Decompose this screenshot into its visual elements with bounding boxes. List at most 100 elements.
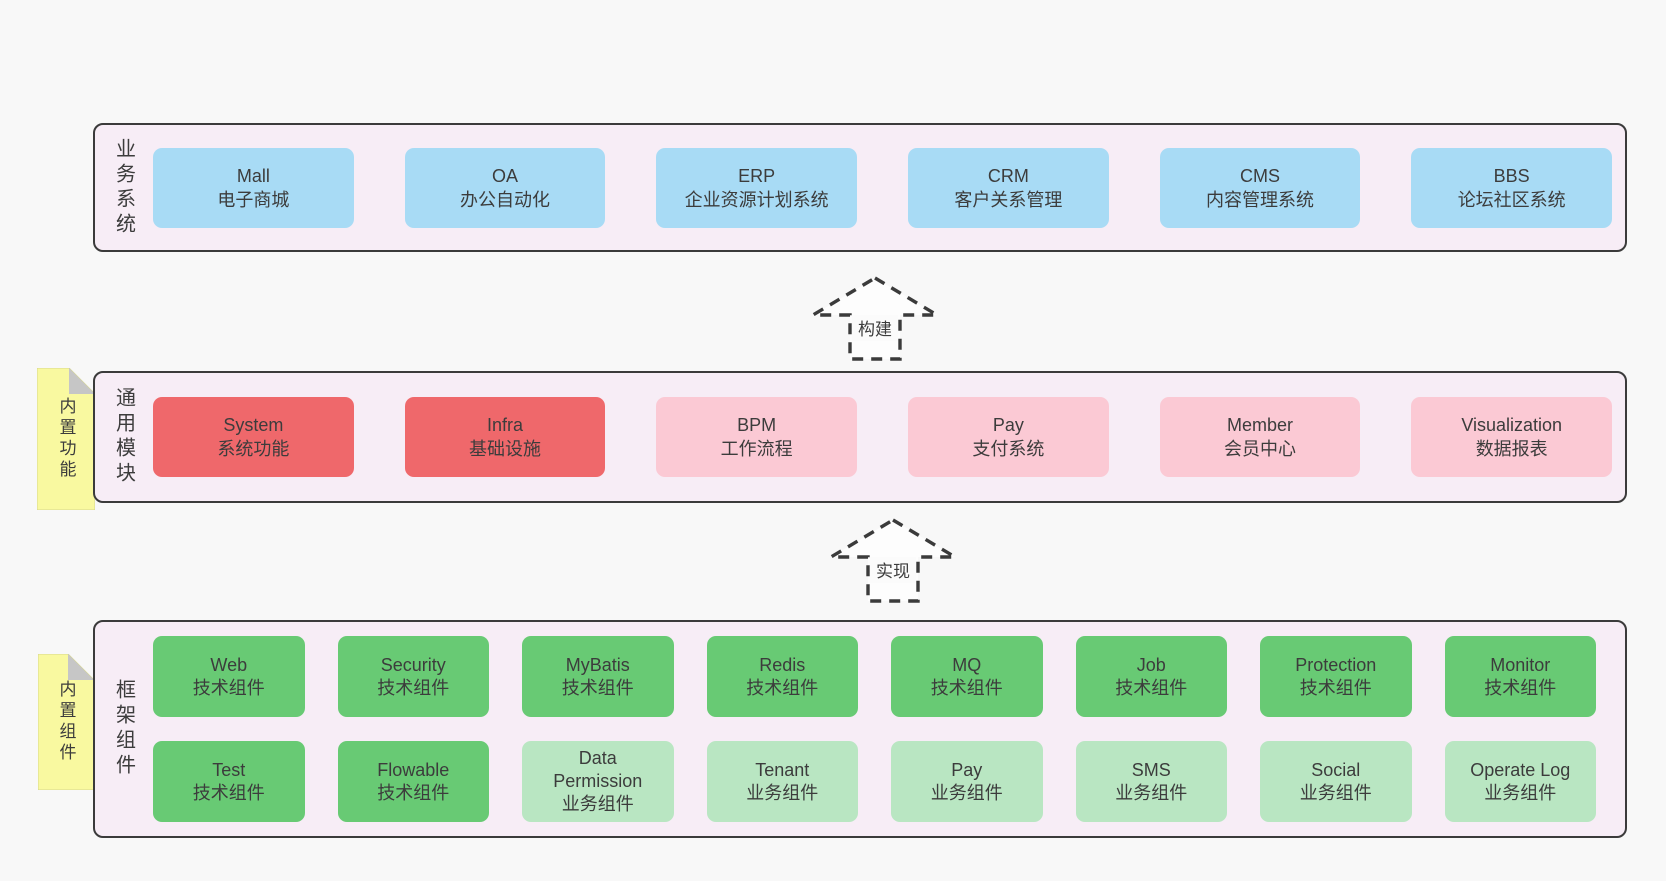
- box-mq: MQ 技术组件: [891, 636, 1043, 717]
- box-title: OA: [492, 165, 519, 186]
- box-title: MQ: [952, 654, 982, 675]
- box-subtitle: 技术组件: [1299, 677, 1372, 698]
- box-data-permission: Data Permission 业务组件: [522, 741, 674, 822]
- box-bpm: BPM 工作流程: [656, 397, 858, 477]
- box-test: Test 技术组件: [153, 741, 305, 822]
- box-mybatis: MyBatis 技术组件: [522, 636, 674, 717]
- box-subtitle: 数据报表: [1475, 439, 1548, 459]
- box-title: SMS: [1131, 759, 1171, 780]
- box-title: Flowable: [377, 759, 450, 780]
- box-protection: Protection 技术组件: [1260, 636, 1412, 717]
- business-boxes: Mall 电子商城 OA 办公自动化 ERP 企业资源计划系统 CRM 客户关系…: [153, 125, 1625, 250]
- box-title: System: [223, 415, 284, 435]
- box-subtitle: 技术组件: [377, 677, 450, 698]
- box-subtitle: 工作流程: [720, 439, 793, 459]
- box-subtitle: 客户关系管理: [954, 189, 1063, 210]
- box-oa: OA 办公自动化: [404, 147, 606, 228]
- box-visualization: Visualization 数据报表: [1411, 397, 1613, 477]
- box-pay-module: Pay 支付系统: [908, 397, 1109, 477]
- panel-title-business-systems: 业务系统: [112, 137, 135, 238]
- sticky-note-shape: [37, 368, 95, 510]
- box-title: CRM: [987, 165, 1029, 186]
- box-monitor: Monitor 技术组件: [1444, 636, 1596, 717]
- box-title: Web: [210, 654, 248, 675]
- box-title: Pay: [951, 759, 983, 780]
- sticky-note-built-in-functions: 内置功能: [37, 368, 95, 510]
- box-title: Protection: [1295, 654, 1377, 675]
- box-sms: SMS 业务组件: [1075, 741, 1227, 822]
- build-arrow-label: 构建: [858, 320, 892, 339]
- box-pay-component: Pay 业务组件: [891, 741, 1043, 822]
- box-subtitle: 会员中心: [1224, 439, 1297, 459]
- box-subtitle: 技术组件: [1484, 677, 1557, 698]
- panel-title-common-modules: 通用模块: [112, 387, 135, 487]
- panel-business-systems: 业务系统 Mall 电子商城 OA 办公自动化 ERP 企业资源计划系统 CRM…: [93, 123, 1627, 252]
- box-title: MyBatis: [565, 654, 630, 675]
- box-title: Tenant: [755, 759, 810, 780]
- box-cms: CMS 内容管理系统: [1159, 147, 1361, 228]
- box-title: Redis: [759, 654, 806, 675]
- box-subtitle: 技术组件: [561, 677, 634, 698]
- box-subtitle: 技术组件: [930, 677, 1003, 698]
- box-subtitle: 技术组件: [192, 677, 265, 698]
- box-infra: Infra 基础设施: [404, 397, 606, 477]
- sticky-note-shape: [38, 654, 94, 790]
- folded-corner: [69, 368, 95, 394]
- box-title: Test: [212, 759, 246, 780]
- implement-arrow-up-icon: 实现: [828, 518, 958, 603]
- implement-arrow-label: 实现: [876, 562, 910, 581]
- box-operate-log: Operate Log 业务组件: [1444, 741, 1596, 822]
- box-web: Web 技术组件: [153, 636, 305, 717]
- box-subtitle: 业务组件: [1484, 782, 1557, 803]
- box-social: Social 业务组件: [1260, 741, 1412, 822]
- box-tenant: Tenant 业务组件: [706, 741, 858, 822]
- box-security: Security 技术组件: [337, 636, 489, 717]
- box-subtitle: 业务组件: [561, 794, 634, 814]
- box-system: System 系统功能: [153, 397, 354, 477]
- box-title: Data Permission: [553, 748, 643, 791]
- note-label: 内置功能: [56, 397, 76, 481]
- box-job: Job 技术组件: [1075, 636, 1227, 717]
- panel-title-framework-components: 框架组件: [112, 679, 135, 779]
- box-subtitle: 技术组件: [1115, 677, 1188, 698]
- box-title: Operate Log: [1470, 759, 1571, 780]
- box-subtitle: 技术组件: [746, 677, 819, 698]
- box-subtitle: 业务组件: [1115, 782, 1188, 803]
- panel-common-modules: 通用模块 System 系统功能 Infra 基础设施 BPM 工作流程 Pay…: [93, 371, 1627, 503]
- box-subtitle: 业务组件: [746, 782, 819, 803]
- box-title: Monitor: [1490, 654, 1551, 675]
- sticky-note-built-in-components: 内置组件: [38, 654, 94, 790]
- box-subtitle: 支付系统: [972, 439, 1045, 459]
- box-title: BBS: [1493, 165, 1530, 186]
- box-subtitle: 企业资源计划系统: [684, 189, 829, 210]
- box-mall: Mall 电子商城: [153, 147, 354, 228]
- box-title: Visualization: [1461, 415, 1563, 435]
- box-bbs: BBS 论坛社区系统: [1411, 147, 1613, 228]
- box-crm: CRM 客户关系管理: [908, 147, 1109, 228]
- box-erp: ERP 企业资源计划系统: [656, 147, 858, 228]
- box-subtitle: 业务组件: [930, 782, 1003, 803]
- component-boxes: Web 技术组件 Security 技术组件 MyBatis 技术组件 Redi…: [153, 622, 1625, 836]
- box-subtitle: 技术组件: [192, 782, 265, 803]
- box-subtitle: 论坛社区系统: [1457, 189, 1566, 210]
- note-label: 内置组件: [56, 680, 76, 764]
- box-member: Member 会员中心: [1159, 397, 1361, 477]
- box-subtitle: 系统功能: [217, 439, 290, 459]
- box-subtitle: 内容管理系统: [1206, 189, 1315, 210]
- box-title: Infra: [486, 415, 524, 435]
- box-title: Social: [1311, 759, 1361, 780]
- box-flowable: Flowable 技术组件: [337, 741, 489, 822]
- box-title: Mall: [236, 165, 270, 186]
- box-title: Member: [1227, 415, 1294, 435]
- box-title: ERP: [738, 165, 776, 186]
- box-subtitle: 技术组件: [377, 782, 450, 803]
- folded-corner: [68, 654, 94, 680]
- module-boxes: System 系统功能 Infra 基础设施 BPM 工作流程 Pay 支付系统…: [153, 373, 1625, 501]
- box-title: Security: [380, 654, 446, 675]
- box-subtitle: 业务组件: [1299, 782, 1372, 803]
- box-title: CMS: [1240, 165, 1281, 186]
- box-title: Pay: [992, 415, 1024, 435]
- box-title: BPM: [737, 415, 777, 435]
- box-redis: Redis 技术组件: [706, 636, 858, 717]
